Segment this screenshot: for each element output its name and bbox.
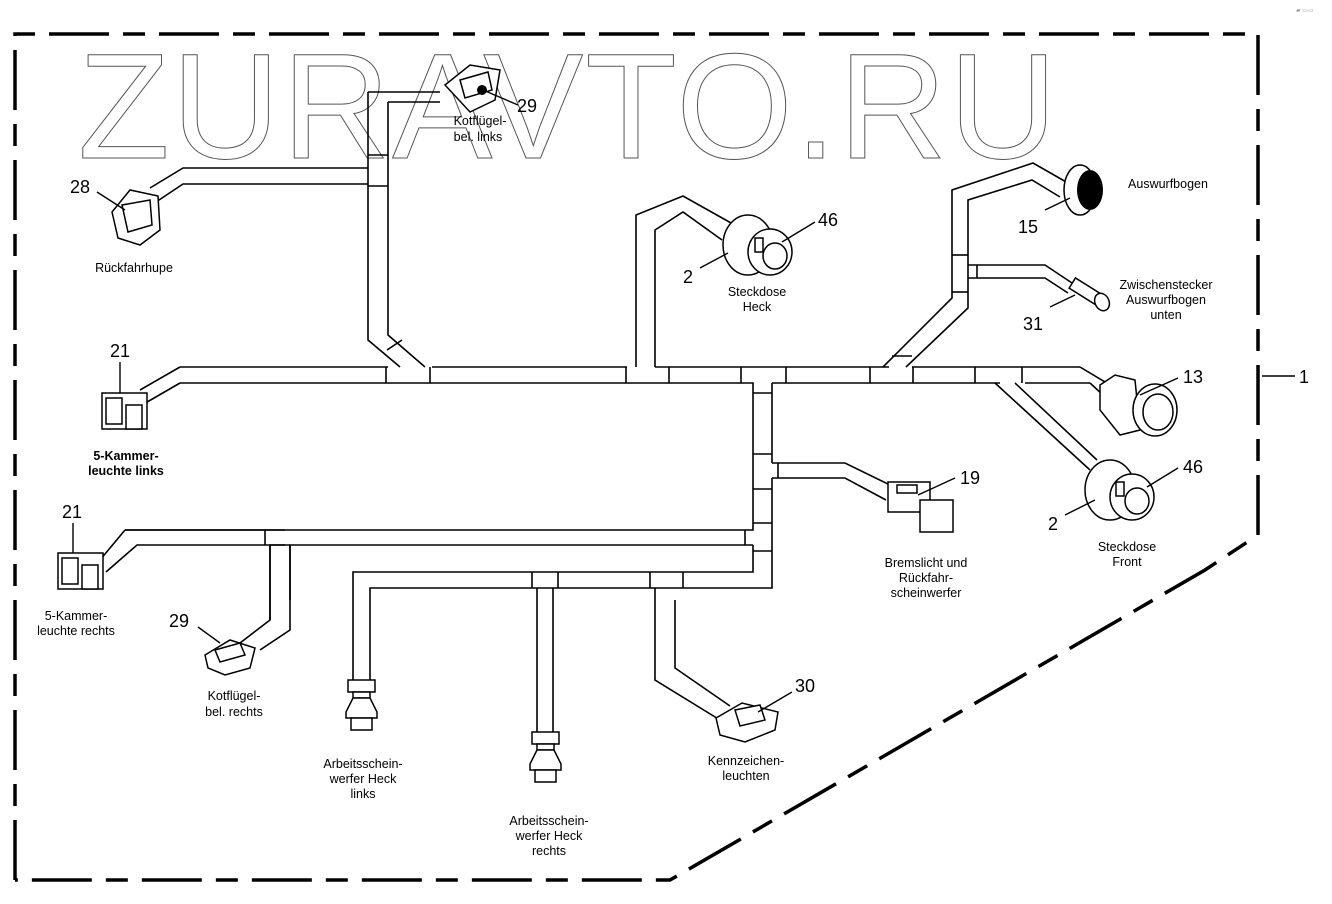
label-rueckfahrhupe: Rückfahrhupe [95,261,173,275]
part-number-13: 13 [1183,367,1203,387]
part-number-28: 28 [70,177,90,197]
svg-text:Arbeitsschein-: Arbeitsschein- [509,814,588,828]
branch-kammer-links [139,366,181,406]
svg-text:Arbeitsschein-: Arbeitsschein- [323,757,402,771]
connector-rueckfahrhupe [111,189,161,246]
branch-rueckfahrhupe [149,167,368,203]
corner-mark: ▰ ▭▭ [1296,8,1314,14]
label-auswurfbogen: Auswurfbogen [1128,177,1208,191]
svg-text:5-Kammer-: 5-Kammer- [93,449,158,463]
part-number-46-front: 46 [1183,457,1203,477]
assembly-border [13,32,1260,882]
part-number-29-links: 29 [517,96,537,116]
svg-text:Kotflügel-: Kotflügel- [208,689,261,703]
leader-19 [917,477,956,496]
leader-15 [1044,197,1071,211]
connector-13 [1099,374,1178,437]
leader-31 [1049,294,1076,308]
label-arbeitsscheinwerfer-links: Arbeitsschein- werfer Heck links [323,757,402,801]
svg-text:bel. rechts: bel. rechts [205,705,263,719]
leader-46-heck [781,221,816,243]
connector-bremslicht [887,481,954,533]
leader-28 [96,191,126,211]
leader-2-heck [699,252,729,269]
part-number-31: 31 [1023,314,1043,334]
connector-steckdose-front [1084,459,1155,521]
label-steckdose-front: Steckdose Front [1098,540,1156,569]
label-kotfluegel-links: Kotflügel- bel. links [454,114,507,144]
part-number-19: 19 [960,468,980,488]
leader-29-rechts [197,626,221,644]
part-number-2-front: 2 [1048,514,1058,534]
connector-steckdose-heck [722,214,793,276]
leader-29-links [482,89,519,106]
connector-arbeitsscheinwerfer-links [345,665,378,731]
label-arbeitsscheinwerfer-rechts: Arbeitsschein- werfer Heck rechts [509,814,588,858]
svg-text:leuchte rechts: leuchte rechts [37,624,115,638]
branch-steckdose-front [994,382,1098,471]
part-number-29-rechts: 29 [169,611,189,631]
svg-text:werfer Heck: werfer Heck [329,772,397,786]
branch-auswurfbogen [882,162,1076,368]
label-kammerleuchte-links: 5-Kammer- leuchte links [88,449,164,478]
connector-arbeitsscheinwerfer-rechts [529,731,562,783]
label-kennzeichenleuchten: Kennzeichen- leuchten [708,754,784,783]
label-kotfluegel-rechts: Kotflügel- bel. rechts [205,689,263,719]
leader-46-front [1146,467,1179,488]
leader-2-front [1064,499,1096,516]
connector-kammer-links [101,392,148,430]
branch-kotfluegel-rechts [239,544,291,651]
svg-text:Bremslicht und: Bremslicht und [885,556,968,570]
svg-text:rechts: rechts [532,844,566,858]
svg-text:Kotflügel-: Kotflügel- [454,114,507,128]
leader-13 [1139,377,1179,396]
part-number-2-heck: 2 [683,267,693,287]
part-number-21-links: 21 [110,341,130,361]
branch-arbeitsscheinwerfer [536,588,731,732]
branch-kammer-rechts [99,529,270,573]
leader-30 [757,691,793,713]
svg-text:Zwischenstecker: Zwischenstecker [1119,278,1212,292]
svg-text:bel. links: bel. links [454,130,503,144]
svg-text:werfer Heck: werfer Heck [515,829,583,843]
label-steckdose-heck: Steckdose Heck [728,285,786,314]
branch-steckdose-heck [635,195,741,367]
part-number-21-rechts: 21 [62,502,82,522]
branch-bremslicht [772,462,891,501]
svg-text:links: links [350,787,375,801]
svg-text:Steckdose: Steckdose [728,285,786,299]
svg-text:leuchte links: leuchte links [88,464,164,478]
svg-text:Auswurfbogen: Auswurfbogen [1126,293,1206,307]
connector-kotfluegel-rechts [204,639,256,676]
part-number-46-heck: 46 [818,210,838,230]
part-number-30: 30 [795,676,815,696]
svg-text:Auswurfbogen: Auswurfbogen [1128,177,1208,191]
svg-text:Steckdose: Steckdose [1098,540,1156,554]
assembly-number: 1 [1299,367,1309,387]
part-number-15: 15 [1018,217,1038,237]
label-bremslicht: Bremslicht und Rückfahr- scheinwerfer [885,556,968,600]
label-kammerleuchte-rechts: 5-Kammer- leuchte rechts [37,609,115,638]
connector-kammer-rechts [57,552,104,590]
svg-text:leuchten: leuchten [722,769,769,783]
watermark: ZURAVTO.RU [78,22,1059,190]
svg-text:Rückfahr-: Rückfahr- [899,571,953,585]
svg-text:Front: Front [1112,555,1142,569]
svg-text:5-Kammer-: 5-Kammer- [45,609,108,623]
svg-text:Rückfahrhupe: Rückfahrhupe [95,261,173,275]
connector-kennzeichenleuchten [715,702,779,743]
connector-kotfluegel-links [443,64,501,113]
connector-auswurfbogen [1063,164,1103,216]
label-zwischenstecker: Zwischenstecker Auswurfbogen unten [1119,278,1212,322]
svg-text:Heck: Heck [743,300,772,314]
svg-text:Kennzeichen-: Kennzeichen- [708,754,784,768]
connector-zwischenstecker [1068,276,1111,312]
branch-kotfluegel-links [367,91,440,368]
svg-text:unten: unten [1150,308,1181,322]
svg-text:scheinwerfer: scheinwerfer [891,586,962,600]
